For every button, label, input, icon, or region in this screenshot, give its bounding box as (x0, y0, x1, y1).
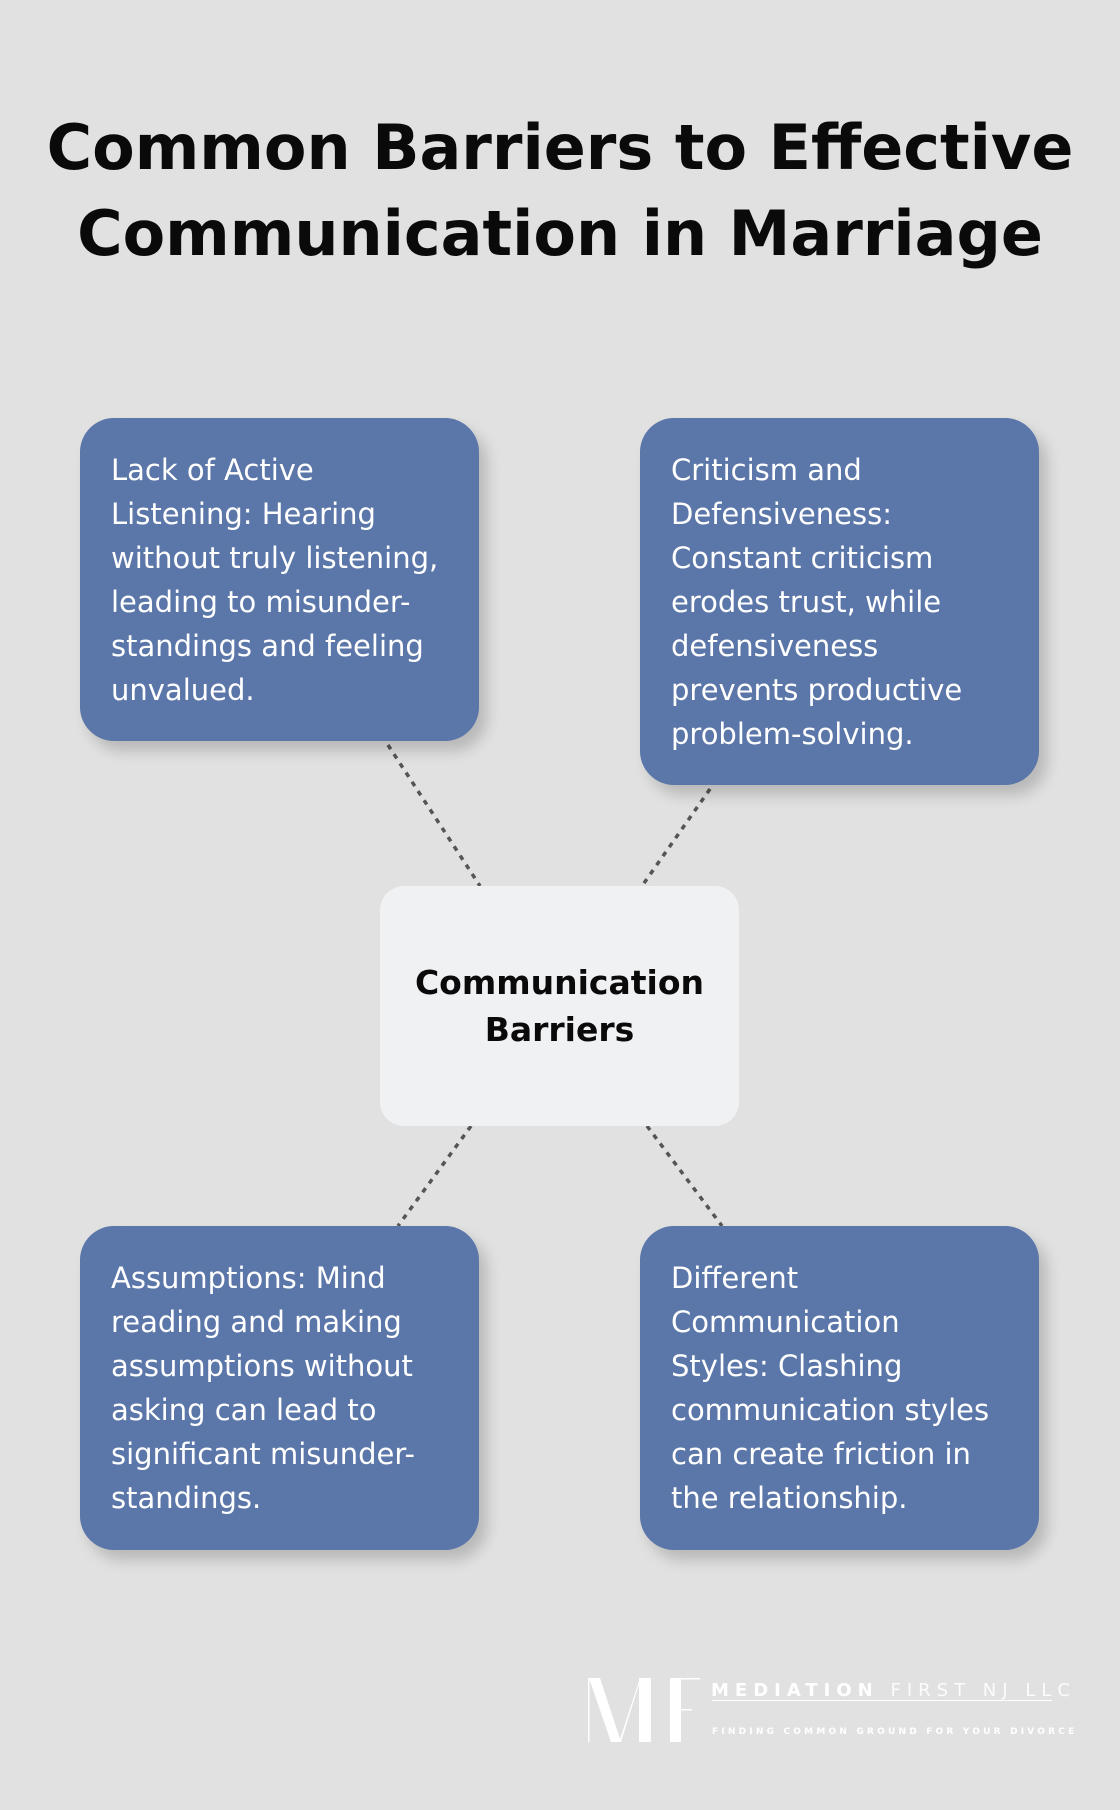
card-line: reading and making (111, 1305, 402, 1339)
company-name-light: FIRST NJ LLC (890, 1680, 1076, 1701)
card-line: unvalued. (111, 673, 255, 707)
title-line-1: Common Barriers to Effective (46, 111, 1074, 184)
connector-top-left (386, 744, 482, 887)
card-line: Constant criticism (671, 541, 934, 575)
card-line: Styles: Clashing (671, 1349, 903, 1383)
card-line: standings and feeling (111, 629, 424, 663)
card-line: Defensiveness: (671, 497, 892, 531)
barrier-card-assumptions: Assumptions: Mind reading and making ass… (80, 1226, 479, 1550)
card-line: Communication (671, 1305, 900, 1339)
card-line: Lack of Active (111, 453, 314, 487)
connector-bottom-left (396, 1124, 473, 1228)
card-line: without truly listening, (111, 541, 439, 575)
card-line: leading to misunder- (111, 585, 411, 619)
card-line: Criticism and (671, 453, 862, 487)
card-line: Assumptions: Mind (111, 1261, 386, 1295)
center-node: Communication Barriers (380, 886, 739, 1126)
center-line-1: Communication (414, 963, 705, 1002)
card-line: defensiveness (671, 629, 879, 663)
card-line: prevents productive (671, 673, 963, 707)
card-line: significant misunder- (111, 1437, 415, 1471)
card-line: Different (671, 1261, 799, 1295)
card-line: the relationship. (671, 1481, 908, 1515)
connector-top-right (640, 787, 712, 888)
center-line-2: Barriers (484, 1010, 635, 1049)
barrier-card-active-listening: Lack of Active Listening: Hearing withou… (80, 418, 479, 741)
company-name: MEDIATION FIRST NJ LLC (711, 1680, 1076, 1701)
card-line: erodes trust, while (671, 585, 942, 619)
card-line: problem-solving. (671, 717, 914, 751)
page-title: Common Barriers to Effective Communicati… (0, 105, 1120, 277)
barrier-card-criticism: Criticism and Defensiveness: Constant cr… (640, 418, 1039, 785)
connector-bottom-right (645, 1124, 724, 1228)
card-line: can create friction in (671, 1437, 971, 1471)
company-logo: MEDIATION FIRST NJ LLC FINDING COMMON GR… (588, 1678, 1074, 1742)
mf-monogram-icon (588, 1678, 700, 1742)
card-line: standings. (111, 1481, 262, 1515)
title-line-2: Communication in Marriage (77, 197, 1043, 270)
card-line: asking can lead to (111, 1393, 377, 1427)
card-line: communication styles (671, 1393, 990, 1427)
card-line: Listening: Hearing (111, 497, 376, 531)
company-name-bold: MEDIATION (711, 1680, 879, 1701)
card-line: assumptions without (111, 1349, 413, 1383)
company-tagline: FINDING COMMON GROUND FOR YOUR DIVORCE (712, 1727, 1078, 1737)
barrier-card-styles: Different Communication Styles: Clashing… (640, 1226, 1039, 1550)
logo-divider (712, 1700, 1052, 1701)
